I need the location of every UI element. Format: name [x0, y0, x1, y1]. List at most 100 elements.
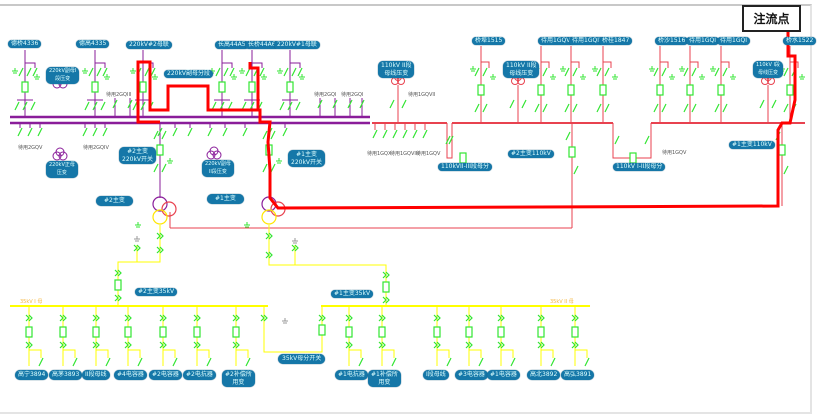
- disconnector-switch[interactable]: [283, 67, 289, 77]
- circuit-breaker[interactable]: [629, 152, 637, 164]
- disconnector-switch[interactable]: [317, 99, 323, 109]
- disconnector-switch[interactable]: [389, 99, 395, 109]
- label-main2-35[interactable]: #2主变35kV: [135, 288, 178, 296]
- disconnector-switch[interactable]: [422, 129, 428, 139]
- circuit-breaker[interactable]: [318, 324, 326, 336]
- disconnector-switch[interactable]: [759, 99, 765, 109]
- disconnector-switch[interactable]: [88, 67, 94, 77]
- circuit-breaker[interactable]: [345, 326, 353, 338]
- disconnector-switch[interactable]: [771, 99, 777, 109]
- disconnector-switch[interactable]: [18, 67, 24, 77]
- disconnector-switch[interactable]: [565, 131, 571, 141]
- disconnector-switch[interactable]: [509, 99, 515, 109]
- injection-point-box[interactable]: 注流点: [742, 5, 801, 32]
- disconnector-switch[interactable]: [262, 163, 268, 173]
- disconnector-switch[interactable]: [596, 103, 602, 113]
- disconnector-switch[interactable]: [26, 67, 32, 77]
- disconnector-switch[interactable]: [287, 101, 293, 111]
- label-main2[interactable]: #2主变: [96, 196, 133, 206]
- disconnector-switch[interactable]: [153, 163, 159, 173]
- disconnector-switch[interactable]: [412, 129, 418, 139]
- circuit-breaker[interactable]: [92, 326, 100, 338]
- label-feeder-1516[interactable]: 桥沙1516: [655, 37, 689, 45]
- circuit-breaker[interactable]: [286, 81, 294, 93]
- disconnector-switch[interactable]: [172, 127, 178, 137]
- disconnector-switch[interactable]: [691, 67, 697, 77]
- circuit-breaker[interactable]: [778, 144, 786, 156]
- disconnector-switch[interactable]: [112, 99, 118, 109]
- disconnector-switch[interactable]: [401, 99, 407, 109]
- label-spare-1gqi-a[interactable]: 待用1GQI: [686, 37, 719, 45]
- label-feeder-44A5[interactable]: 长高44A5: [215, 41, 249, 49]
- disconnector-switch[interactable]: [105, 357, 111, 367]
- label-35kv-feeder[interactable]: 高茅3893: [49, 370, 83, 380]
- disconnector-switch[interactable]: [92, 127, 98, 137]
- circuit-breaker[interactable]: [786, 84, 794, 96]
- disconnector-switch[interactable]: [144, 67, 150, 77]
- disconnector-switch[interactable]: [14, 101, 20, 111]
- disconnector-switch[interactable]: [102, 67, 108, 77]
- circuit-breaker[interactable]: [382, 281, 390, 293]
- disconnector-switch[interactable]: [448, 135, 454, 145]
- disconnector-switch[interactable]: [584, 357, 590, 367]
- circuit-breaker[interactable]: [599, 84, 607, 96]
- switches[interactable]: [12, 66, 805, 367]
- circuit-breaker[interactable]: [159, 326, 167, 338]
- circuit-breaker[interactable]: [378, 326, 386, 338]
- label-110-bus2-pt-left[interactable]: 110kV II段母线压变: [378, 61, 415, 78]
- circuit-breaker[interactable]: [433, 326, 441, 338]
- label-main1[interactable]: #1主变: [207, 194, 244, 204]
- circuit-breaker[interactable]: [21, 81, 29, 93]
- disconnector-switch[interactable]: [223, 67, 229, 77]
- disconnector-switch[interactable]: [96, 67, 102, 77]
- label-main1-35[interactable]: #1主变35kV: [331, 290, 374, 298]
- disconnector-switch[interactable]: [392, 129, 398, 139]
- disconnector-switch[interactable]: [38, 357, 44, 367]
- disconnector-switch[interactable]: [372, 129, 378, 139]
- disconnector-switch[interactable]: [295, 101, 301, 111]
- disconnector-switch[interactable]: [297, 67, 303, 77]
- disconnector-switch[interactable]: [82, 127, 88, 137]
- disconnector-switch[interactable]: [542, 103, 548, 113]
- label-spare-1gqii[interactable]: 待用1GQII: [569, 37, 604, 45]
- disconnector-switch[interactable]: [572, 103, 578, 113]
- disconnector-switch[interactable]: [279, 101, 285, 111]
- label-feeder-4336[interactable]: 德桥4336: [8, 40, 42, 48]
- label-35kv-feeder[interactable]: #1电容器: [487, 370, 520, 380]
- circuit-breaker[interactable]: [25, 326, 33, 338]
- disconnector-switch[interactable]: [683, 103, 689, 113]
- label-35kv-feeder[interactable]: #2电抗器: [183, 370, 216, 380]
- disconnector-switch[interactable]: [27, 127, 33, 137]
- circuit-breaker[interactable]: [156, 144, 164, 156]
- label-35kv-feeder[interactable]: I段母线: [423, 370, 449, 380]
- disconnector-switch[interactable]: [102, 127, 108, 137]
- disconnector-switch[interactable]: [282, 127, 288, 137]
- disconnector-switch[interactable]: [92, 101, 98, 111]
- disconnector-switch[interactable]: [358, 357, 364, 367]
- label-220-pt-bottom-left[interactable]: 220kV正母压变: [46, 161, 78, 178]
- disconnector-switch[interactable]: [137, 357, 143, 367]
- disconnector-switch[interactable]: [564, 67, 570, 77]
- disconnector-switch[interactable]: [596, 67, 602, 77]
- label-main1-110[interactable]: #1主变110kV: [729, 141, 775, 149]
- circuit-breaker[interactable]: [459, 152, 467, 164]
- label-220-bus2-coupler[interactable]: 220kV#2母联: [126, 41, 172, 49]
- disconnector-switch[interactable]: [84, 101, 90, 111]
- circuit-breaker[interactable]: [465, 326, 473, 338]
- label-feeder-44A6[interactable]: 长桥44A6: [245, 41, 279, 49]
- label-35kv-feeder[interactable]: #2电容器: [149, 370, 182, 380]
- label-35kv-feeder[interactable]: II段母线: [82, 370, 110, 380]
- label-110-bus1-pt[interactable]: 110kV I段母线压变: [753, 61, 783, 78]
- disconnector-switch[interactable]: [783, 103, 789, 113]
- disconnector-switch[interactable]: [37, 127, 43, 137]
- circuit-breaker[interactable]: [477, 84, 485, 96]
- disconnector-switch[interactable]: [17, 127, 23, 137]
- circuit-breaker[interactable]: [232, 326, 240, 338]
- disconnector-switch[interactable]: [270, 130, 276, 140]
- disconnector-switch[interactable]: [291, 67, 297, 77]
- disconnector-switch[interactable]: [242, 127, 248, 137]
- disconnector-switch[interactable]: [521, 99, 527, 109]
- disconnector-switch[interactable]: [683, 67, 689, 77]
- label-220-sub-bus-section[interactable]: 220kV副母分段: [164, 70, 214, 78]
